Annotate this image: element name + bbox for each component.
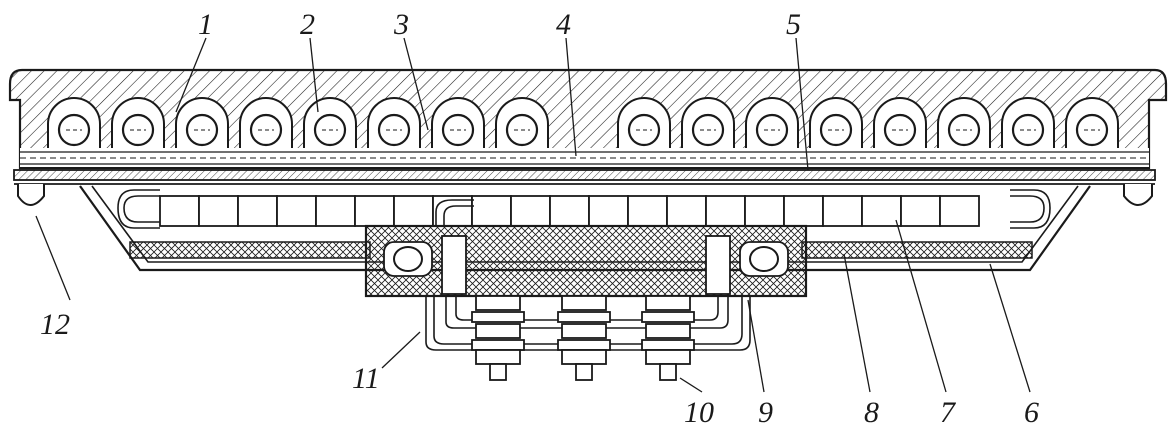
stud-tip	[575, 363, 593, 381]
callout-6: 6	[1024, 396, 1039, 429]
left-wire-loop-outer	[117, 189, 160, 229]
stud-nut	[645, 349, 691, 365]
heating-element	[276, 195, 317, 227]
callout-4: 4	[556, 8, 571, 41]
heating-element	[315, 195, 356, 227]
heating-element	[744, 195, 785, 227]
heating-element	[627, 195, 668, 227]
callout-9: 9	[758, 396, 773, 429]
stud-nut	[561, 349, 607, 365]
heating-element-row	[159, 195, 980, 227]
heating-element	[471, 195, 512, 227]
heating-element	[939, 195, 980, 227]
heating-element	[393, 195, 434, 227]
left-insulation-strip	[129, 241, 371, 259]
callout-3: 3	[393, 8, 409, 41]
stud-nut	[645, 323, 691, 339]
heating-element	[549, 195, 590, 227]
heating-element	[783, 195, 824, 227]
heating-element	[237, 195, 278, 227]
stud-washer	[471, 339, 525, 351]
leader-lines	[35, 37, 1031, 393]
stud-washer	[471, 311, 525, 323]
heating-element	[510, 195, 551, 227]
stud-washer	[557, 339, 611, 351]
callout-7: 7	[940, 396, 957, 429]
heating-element	[588, 195, 629, 227]
callout-8: 8	[864, 396, 879, 429]
stud-nut	[561, 295, 607, 311]
callout-10: 10	[684, 396, 714, 429]
heating-element	[861, 195, 902, 227]
callout-1: 1	[198, 8, 213, 41]
heating-element	[900, 195, 941, 227]
stud-nut	[475, 295, 521, 311]
right-rivet	[1123, 184, 1153, 206]
stud-nut	[475, 349, 521, 365]
stud-washer	[641, 311, 695, 323]
stud-nut	[475, 323, 521, 339]
left-rivet	[17, 184, 45, 206]
pipe-grooves	[47, 97, 1119, 151]
stud-washer	[641, 339, 695, 351]
heating-element	[159, 195, 200, 227]
stud-nut	[561, 323, 607, 339]
stud-washer	[557, 311, 611, 323]
stud-nut	[645, 295, 691, 311]
heating-element	[666, 195, 707, 227]
stud-tip	[489, 363, 507, 381]
callout-5: 5	[786, 8, 801, 41]
heating-element	[822, 195, 863, 227]
right-insulation-strip	[801, 241, 1033, 259]
heating-element	[705, 195, 746, 227]
callout-11: 11	[352, 362, 380, 395]
stud-tip	[659, 363, 677, 381]
heating-element	[198, 195, 239, 227]
right-wire-loop	[1010, 195, 1045, 223]
heating-element	[354, 195, 395, 227]
right-wire-loop-outer	[1010, 189, 1051, 229]
left-wire-loop	[123, 195, 160, 223]
terminal-stud-assemblies	[471, 295, 695, 381]
terminal-block	[364, 199, 808, 298]
base-layers	[13, 148, 1156, 185]
callout-2: 2	[300, 8, 315, 41]
callout-12: 12	[40, 308, 70, 341]
